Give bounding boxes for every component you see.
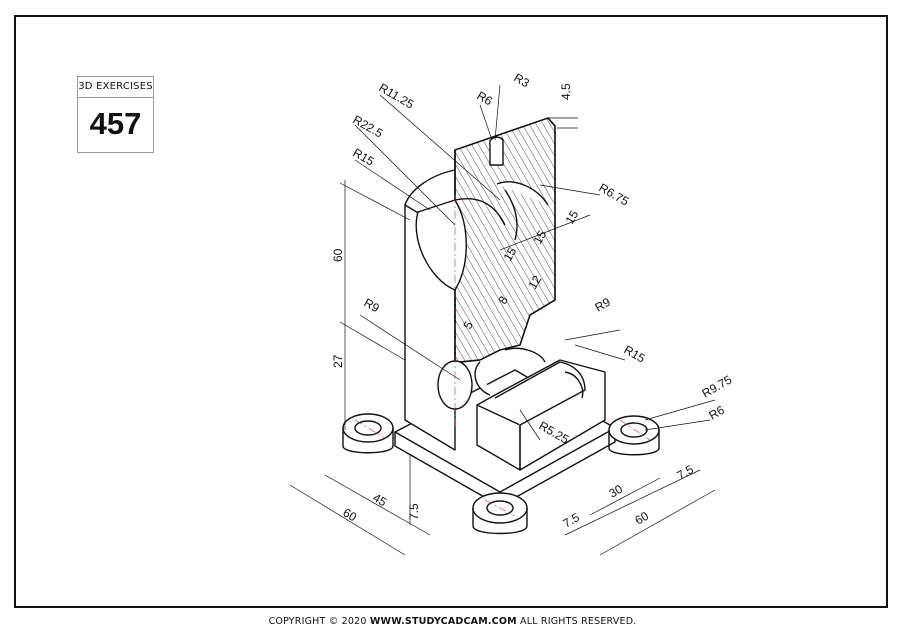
part-outline [342,117,660,535]
boss-bottom [472,492,528,535]
boss-right [608,415,660,456]
boss-left [342,413,394,454]
dim-15-c: 15 [500,245,519,264]
dim-r6-75: R6.75 [597,180,632,208]
copyright-site: WWW.STUDYCADCAM.COM [369,616,517,627]
dim-60-left: 60 [341,505,360,524]
dim-r22-5: R22.5 [351,112,386,140]
dim-60-right: 60 [633,509,652,528]
drawing-frame [14,15,888,608]
copyright-prefix: COPYRIGHT © 2020 [268,616,370,627]
badge-title: 3D EXERCISES [78,77,153,98]
dim-r11-25: R11.25 [377,80,417,111]
dim-r9-75: R9.75 [700,372,735,400]
dim-15-b: 15 [530,228,549,247]
dim-r15-top: R15 [351,145,377,168]
dim-30: 30 [607,482,626,501]
top-slot [489,136,504,166]
exercise-badge: 3D EXERCISES 457 [77,76,154,153]
dim-60-vertical: 60 [331,248,345,262]
dim-4-5: 4.5 [559,83,573,100]
dim-r9-left: R9 [362,295,383,315]
dim-12: 12 [525,273,544,292]
centre-lines [354,195,651,517]
large-arc-cut [415,199,467,291]
copyright-suffix: ALL RIGHTS RESERVED. [516,616,637,627]
lower-bore [437,360,473,410]
exercise-number: 457 [89,106,142,141]
dim-7-5-bottom: 7.5 [561,510,583,531]
dim-27: 27 [331,354,345,368]
dim-r9-right: R9 [593,295,614,315]
dim-r6-right: R6 [707,403,728,423]
dimension-lines [289,84,716,556]
dim-7-5-left: 7.5 [407,503,421,520]
copyright-footer: COPYRIGHT © 2020 WWW.STUDYCADCAM.COM ALL… [0,616,905,627]
dim-r15-right: R15 [622,342,648,365]
dim-7-5-right: 7.5 [675,462,697,483]
dim-r3: R3 [512,70,533,90]
dim-45: 45 [371,490,390,509]
dim-r6-top: R6 [475,88,496,108]
dim-15-a: 15 [562,208,581,227]
